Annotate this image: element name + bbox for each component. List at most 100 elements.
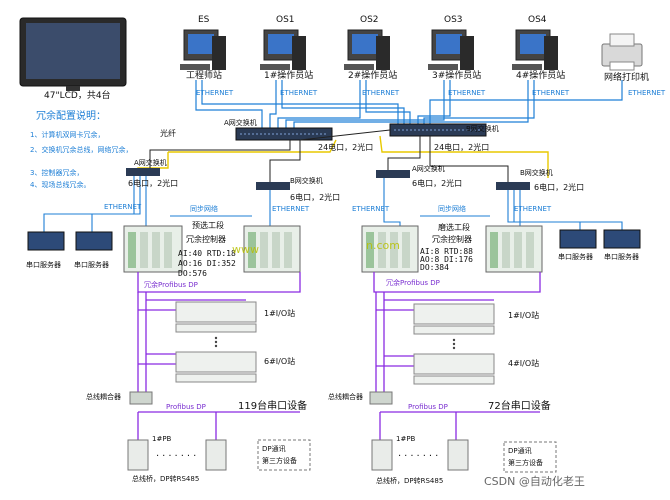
left-third-party-2: 第三方设备 — [262, 457, 297, 465]
serial-server-label-3: 串口服务器 — [558, 253, 593, 261]
serial-server-icon — [27, 229, 641, 251]
fiber-label: 光纤 — [160, 129, 176, 138]
left-converter-label: 总线桥，DP转RS485 — [132, 475, 200, 483]
station-os4-sub: 4#操作员站 — [516, 71, 566, 81]
right-converter-label: 总线桥，DP转RS485 — [376, 477, 444, 485]
bus-coupler-right-icon — [369, 391, 393, 405]
workstation-icon-os3 — [428, 29, 474, 70]
bus-coupler-left-icon — [129, 391, 153, 405]
ethernet-label-left2: ETHERNET — [272, 205, 310, 213]
right-devices-label: 72台串口设备 — [488, 401, 551, 412]
trunk-lines — [149, 129, 509, 182]
workstation-icon-os2 — [344, 29, 390, 70]
workstation-icon-es — [180, 29, 226, 70]
right-io-2: AO:8 DI:176 — [420, 255, 473, 264]
station-os3-label: OS3 — [444, 15, 463, 25]
left-dots: ······· — [156, 451, 200, 462]
controller-left-icon — [123, 225, 301, 273]
station-os1-label: OS1 — [276, 15, 295, 25]
right-section-label: 磨选工段 — [438, 223, 470, 232]
left-coupler-label: 总线耦合器 — [86, 393, 121, 401]
sub-switch-b-left-ports: 6电口，2光口 — [290, 193, 341, 202]
redundancy-item-2: 2、交换机冗余总线，网络冗余， — [30, 146, 133, 154]
right-third-party-2: 第三方设备 — [508, 459, 543, 467]
serial-server-label-4: 串口服务器 — [604, 253, 639, 261]
ethernet-label-6: ETHERNET — [628, 89, 666, 97]
redundancy-item-3: 3、控制器冗余， — [30, 169, 84, 177]
sub-switch-a-right-label: A网交换机 — [412, 165, 445, 173]
left-profibus-label: 冗余Profibus DP — [144, 281, 198, 289]
sub-switch-a-left-label: A网交换机 — [134, 159, 167, 167]
right-dots: ······· — [398, 451, 442, 462]
sync-label-right: 同步网络 — [438, 205, 466, 213]
main-switch-b-ports: 24电口，2光口 — [434, 143, 490, 152]
main-switch-b-label: B网交换机 — [466, 125, 499, 133]
lcd-label: 47"LCD，共4台 — [44, 91, 111, 101]
main-switch-a-ports: 24电口，2光口 — [318, 143, 374, 152]
left-section-label: 预选工段 — [192, 221, 224, 230]
station-os4-label: OS4 — [528, 15, 547, 25]
ethernet-label-5: ETHERNET — [532, 89, 570, 97]
ethernet-label-left: ETHERNET — [104, 203, 142, 211]
left-dp-label: Profibus DP — [166, 403, 206, 411]
ethernet-label-2: ETHERNET — [280, 89, 318, 97]
pb-device-icons — [127, 439, 469, 471]
right-coupler-label: 总线耦合器 — [328, 393, 363, 401]
left-io-station-last: 6#I/O站 — [264, 357, 296, 366]
right-io-station-last: 4#I/O站 — [508, 359, 540, 368]
station-os3-sub: 3#操作员站 — [432, 71, 482, 81]
left-io-station-first: 1#I/O站 — [264, 309, 296, 318]
redundancy-item-4: 4、现场总线冗余。 — [30, 181, 91, 189]
ethernet-label-3: ETHERNET — [362, 89, 400, 97]
left-io-1: AI:40 RTD:18 — [178, 249, 236, 258]
redundancy-item-1: 1、计算机双网卡冗余， — [30, 131, 105, 139]
main-switch-a-icon — [235, 127, 333, 141]
right-profibus-label: 冗余Profibus DP — [386, 279, 440, 287]
watermark-mid-right: n.com — [366, 239, 400, 252]
sub-switch-b-right-ports: 6电口，2光口 — [534, 183, 585, 192]
station-os1-sub: 1#操作员站 — [264, 71, 314, 81]
lcd-monitor-icon — [19, 17, 127, 91]
ethernet-label-right2: ETHERNET — [514, 205, 552, 213]
left-io-3: DO:576 — [178, 269, 207, 278]
right-controller-label: 冗余控制器 — [432, 235, 472, 244]
left-devices-label: 119台串口设备 — [238, 401, 308, 412]
left-io-2: AO:16 DI:352 — [178, 259, 236, 268]
right-io-3: DO:384 — [420, 263, 449, 272]
redundancy-title: 冗余配置说明： — [36, 111, 106, 122]
sub-switch-a-left-ports: 6电口，2光口 — [128, 179, 179, 188]
printer-label: 网络打印机 — [604, 73, 650, 83]
left-third-party-1: DP通讯 — [262, 445, 286, 453]
third-party-boxes — [257, 439, 557, 473]
serial-server-label-2: 串口服务器 — [74, 261, 109, 269]
station-os2-label: OS2 — [360, 15, 379, 25]
sync-label-left: 同步网络 — [190, 205, 218, 213]
ethernet-label-1: ETHERNET — [196, 89, 234, 97]
right-dp-label: Profibus DP — [408, 403, 448, 411]
sub-switch-a-left-icon — [126, 168, 160, 176]
station-es-label: ES — [198, 15, 210, 25]
ethernet-label-4: ETHERNET — [448, 89, 486, 97]
sub-switch-b-right-label: B网交换机 — [520, 169, 553, 177]
workstation-icon-os1 — [260, 29, 306, 70]
right-third-party-1: DP通讯 — [508, 447, 532, 455]
printer-icon — [601, 33, 643, 71]
sub-switch-a-right-icon — [376, 170, 410, 178]
left-pb-label: 1#PB — [152, 435, 172, 443]
station-es-sub: 工程师站 — [186, 71, 223, 81]
io-station-icons — [175, 301, 495, 385]
watermark-mid-left: www — [232, 243, 259, 256]
sub-switch-b-left-label: B网交换机 — [290, 177, 323, 185]
dots — [214, 336, 456, 350]
workstation-icon-os4 — [512, 29, 558, 70]
right-io-1: AI:8 RTD:88 — [420, 247, 473, 256]
watermark-credit: CSDN @自动化老王 — [484, 475, 585, 488]
station-os2-sub: 2#操作员站 — [348, 71, 398, 81]
serial-server-label-1: 串口服务器 — [26, 261, 61, 269]
right-pb-label: 1#PB — [396, 435, 416, 443]
ethernet-lines-top — [195, 80, 623, 128]
right-io-station-first: 1#I/O站 — [508, 311, 540, 320]
sub-switch-a-right-ports: 6电口，2光口 — [412, 179, 463, 188]
sub-switch-b-right-icon — [496, 182, 530, 190]
